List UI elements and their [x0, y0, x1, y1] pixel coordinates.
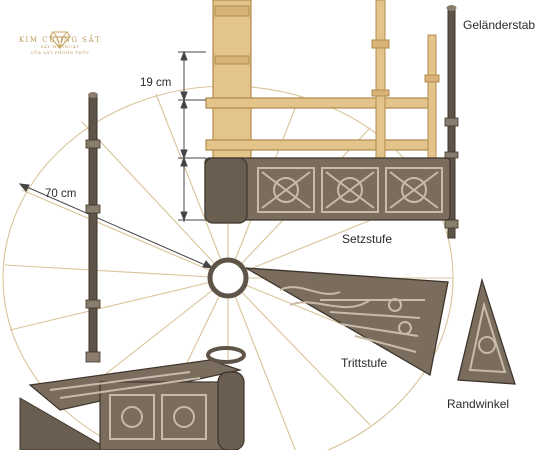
label-edge-bracket: Randwinkel	[447, 397, 510, 411]
watermark-brand: KIM CƯƠNG SẮT	[18, 36, 102, 44]
baluster-left	[85, 92, 101, 363]
watermark-logo: KIM CƯƠNG SẮT SẮT MỸ THUẬT CỬA SẮT PHONG…	[8, 34, 112, 56]
diamond-logo-icon	[49, 31, 71, 50]
riser-height-dimension	[178, 50, 206, 222]
dimension-tread-width: 70 cm	[45, 188, 77, 200]
assembled-step-preview	[19, 346, 246, 450]
tread-plate	[245, 267, 449, 377]
watermark-tagline-2: CỬA SẮT PHONG THỦY	[30, 50, 90, 55]
label-tread: Trittstufe	[341, 356, 388, 370]
label-baluster: Geländerstab	[463, 18, 536, 32]
wooden-post-assembly	[205, 0, 440, 161]
label-riser: Setzstufe	[342, 232, 393, 246]
tread-width-dimension	[18, 183, 214, 269]
baluster-top	[444, 5, 459, 239]
dimension-riser-height: 19 cm	[140, 77, 172, 89]
center-column-ring	[207, 257, 249, 299]
riser-plate	[204, 157, 451, 224]
watermark-tagline-1: SẮT MỸ THUẬT	[40, 44, 80, 49]
edge-bracket	[457, 277, 516, 385]
